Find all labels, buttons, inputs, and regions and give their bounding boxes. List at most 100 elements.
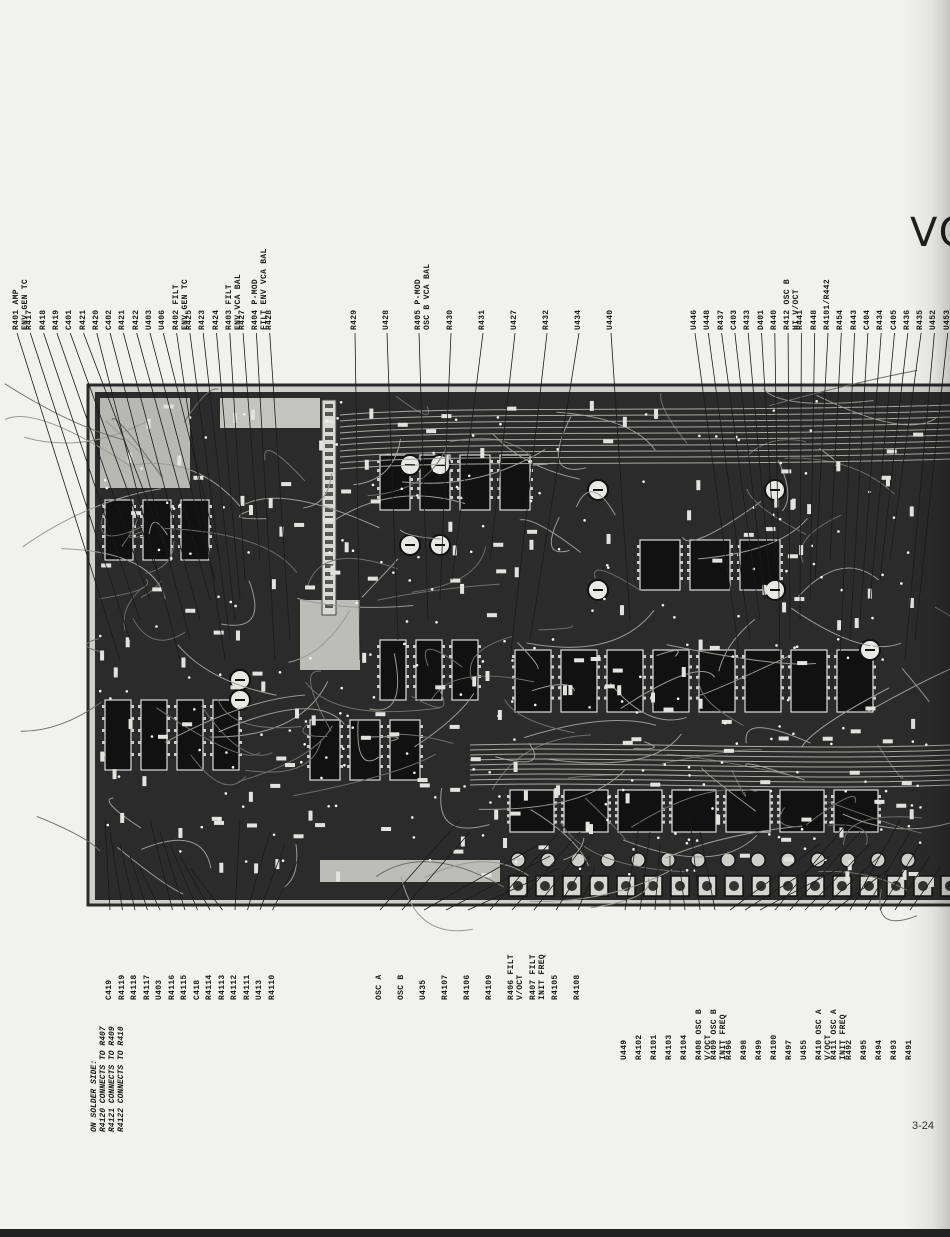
solder-pad bbox=[335, 443, 339, 446]
top-component-label: R405 P-MOD OSC B VCA BAL bbox=[414, 263, 432, 330]
solder-pad bbox=[496, 416, 500, 419]
pcb-trace bbox=[682, 501, 762, 542]
resistor bbox=[470, 757, 481, 762]
pcb-trace bbox=[183, 388, 219, 423]
bus-trace bbox=[339, 458, 950, 470]
top-component-label: R420 bbox=[91, 309, 101, 330]
solder-pad bbox=[641, 769, 645, 772]
solder-pad bbox=[596, 484, 600, 488]
ic-pin bbox=[669, 801, 672, 805]
resistor bbox=[896, 803, 907, 808]
pcb-trace bbox=[411, 546, 487, 593]
resistor bbox=[562, 685, 567, 696]
ic-pin bbox=[131, 729, 134, 732]
top-component-label: R434 bbox=[876, 309, 886, 330]
ic-pin bbox=[450, 469, 453, 472]
solder-pad bbox=[327, 804, 330, 808]
ic-pin bbox=[377, 469, 380, 472]
ic-pin bbox=[347, 755, 350, 758]
ic-pin bbox=[827, 686, 830, 690]
solder-pad bbox=[620, 700, 624, 703]
solder-pad bbox=[607, 796, 610, 799]
leader-line bbox=[189, 332, 231, 641]
leader-line bbox=[869, 332, 895, 601]
solder-pad bbox=[433, 469, 436, 473]
ic-pin bbox=[380, 755, 383, 758]
solder-pad bbox=[795, 645, 799, 648]
pcb-trace bbox=[357, 719, 382, 762]
connector-pin bbox=[325, 548, 333, 552]
solder-pad bbox=[723, 721, 727, 725]
ic-pin bbox=[604, 675, 607, 679]
ic-pin bbox=[834, 655, 837, 658]
ic-pin bbox=[716, 795, 719, 798]
ic-pin bbox=[650, 655, 653, 658]
solder-pad bbox=[229, 600, 233, 604]
ic-pin bbox=[512, 675, 515, 679]
ic-pin bbox=[680, 569, 683, 572]
ic-pin bbox=[834, 696, 837, 700]
bus-trace bbox=[339, 422, 950, 434]
ic-pin bbox=[735, 686, 738, 690]
top-component-label: R441 bbox=[796, 309, 806, 330]
resistor bbox=[497, 709, 502, 720]
ic-pin bbox=[512, 686, 515, 690]
solder-pad bbox=[217, 595, 220, 599]
ic-pin bbox=[203, 717, 206, 720]
solder-pad bbox=[304, 720, 308, 723]
bottom-component-label: U403 bbox=[155, 979, 164, 1000]
ic-pin bbox=[410, 496, 413, 499]
ic-chip bbox=[833, 789, 879, 833]
ic-pin bbox=[723, 807, 726, 811]
ic-pin bbox=[696, 686, 699, 690]
ic-pin bbox=[413, 685, 416, 688]
solder-pad bbox=[768, 833, 771, 836]
edge-trimmer-knob bbox=[756, 881, 766, 891]
solder-pad bbox=[179, 850, 182, 853]
pcb-trace bbox=[842, 813, 950, 830]
leader-line bbox=[699, 831, 716, 911]
solder-pad bbox=[380, 560, 383, 564]
resistor bbox=[585, 821, 590, 832]
ic-pin bbox=[643, 665, 646, 669]
ic-pin bbox=[530, 478, 533, 481]
solder-pad bbox=[125, 690, 129, 693]
solder-pad bbox=[355, 601, 359, 605]
top-component-label: D401 bbox=[756, 309, 766, 330]
resistor bbox=[909, 506, 914, 517]
connector-pin bbox=[325, 508, 333, 512]
pcb-trace bbox=[297, 597, 414, 608]
ic-pin bbox=[615, 795, 618, 798]
ic-pin bbox=[449, 685, 452, 688]
resistor bbox=[127, 452, 132, 463]
ic-pin bbox=[387, 755, 390, 758]
ic-pin bbox=[138, 717, 141, 720]
ic-pin bbox=[490, 460, 493, 463]
ic-pin bbox=[420, 725, 423, 728]
resistor bbox=[885, 476, 890, 487]
solder-pad bbox=[793, 646, 796, 649]
solder-pad bbox=[497, 714, 500, 718]
ic-pin bbox=[174, 729, 177, 732]
ic-pin bbox=[410, 487, 413, 490]
ic-pin bbox=[680, 561, 683, 564]
pcb-trace bbox=[128, 531, 144, 539]
pcb-trace bbox=[526, 609, 655, 648]
edge-pot bbox=[750, 852, 766, 868]
pcb-trace bbox=[164, 527, 298, 574]
pcb-trace bbox=[123, 586, 144, 631]
ic-pin bbox=[608, 795, 611, 798]
ic-pin bbox=[203, 741, 206, 744]
leader-line bbox=[189, 867, 223, 911]
solder-pad bbox=[870, 645, 873, 648]
solder-pad bbox=[430, 587, 434, 591]
ic-pin bbox=[380, 725, 383, 728]
resistor bbox=[822, 736, 833, 741]
resistor bbox=[801, 817, 812, 822]
pcb-trace bbox=[365, 736, 399, 742]
ic-pin bbox=[167, 729, 170, 732]
solder-pad bbox=[603, 597, 606, 601]
ic-pin bbox=[102, 535, 105, 538]
connector-pin bbox=[325, 444, 333, 448]
resistor bbox=[709, 645, 720, 650]
